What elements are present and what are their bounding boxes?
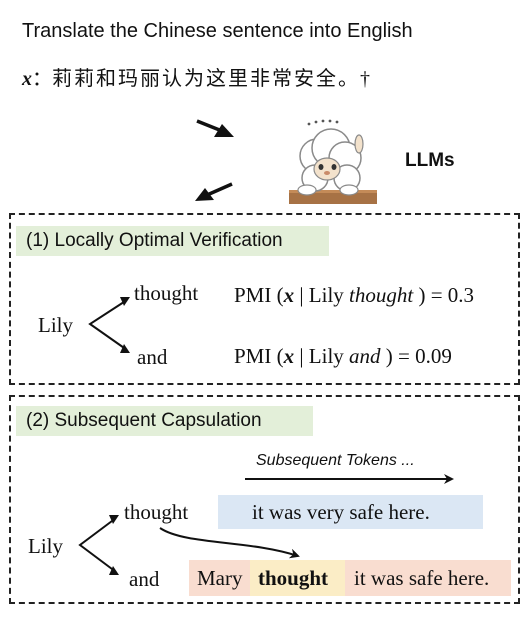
thought-move-arrow	[159, 527, 300, 559]
arrow-from-llm-icon	[195, 182, 233, 201]
continuation-and-suffix: it was safe here.	[354, 566, 490, 590]
section2-branch-thought: thought	[124, 500, 189, 524]
arrow-to-llm-icon	[196, 119, 234, 137]
source-sentence: 莉莉和玛丽认为这里非常安全。	[52, 68, 360, 90]
section2-branch-and: and	[129, 567, 160, 591]
section-subsequent-capsulation	[9, 395, 520, 604]
section-locally-optimal-verification	[9, 213, 520, 385]
section1-root-word: Lily	[38, 313, 73, 337]
pmi-prefix: PMI (	[234, 283, 284, 307]
pmi-x-symbol: x	[283, 344, 295, 368]
section1-pmi-and: PMI (x | Lily and ) = 0.09	[234, 344, 452, 369]
pmi-prefix: PMI (	[234, 344, 284, 368]
section1-title: (1) Locally Optimal Verification	[16, 226, 329, 256]
section1-branch-and: and	[137, 345, 168, 369]
instruction-text: Translate the Chinese sentence into Engl…	[22, 20, 413, 42]
section2-branch-arrows	[78, 515, 119, 575]
x-colon: ：	[32, 68, 52, 90]
subsequent-tokens-label: Subsequent Tokens ...	[256, 452, 415, 469]
source-sentence-line: x：莉莉和玛丽认为这里非常安全。†	[22, 62, 370, 91]
section1-branch-thought: thought	[134, 281, 199, 305]
alpaca-mascot-icon	[289, 119, 377, 204]
pmi-x-symbol: x	[283, 283, 295, 307]
pmi-value: ) = 0.09	[380, 344, 452, 368]
section2-title: (2) Subsequent Capsulation	[16, 406, 313, 436]
continuation-thought: it was very safe here.	[218, 495, 483, 529]
section1-pmi-thought: PMI (x | Lily thought ) = 0.3	[234, 283, 474, 308]
x-symbol: x	[22, 68, 32, 90]
continuation-and-prefix: Mary	[197, 566, 243, 590]
pmi-condition: | Lily	[294, 283, 350, 307]
pmi-token: and	[349, 344, 381, 368]
pmi-condition: | Lily	[294, 344, 350, 368]
continuation-and	[189, 560, 511, 596]
section2-root-word: Lily	[28, 534, 63, 558]
pmi-value: ) = 0.3	[413, 283, 475, 307]
dagger-mark: †	[360, 68, 370, 90]
continuation-and-highlighted-token: thought	[250, 560, 345, 596]
llm-label: LLMs	[405, 150, 455, 171]
pmi-token: thought	[349, 283, 414, 307]
section1-branch-arrows	[88, 297, 130, 353]
